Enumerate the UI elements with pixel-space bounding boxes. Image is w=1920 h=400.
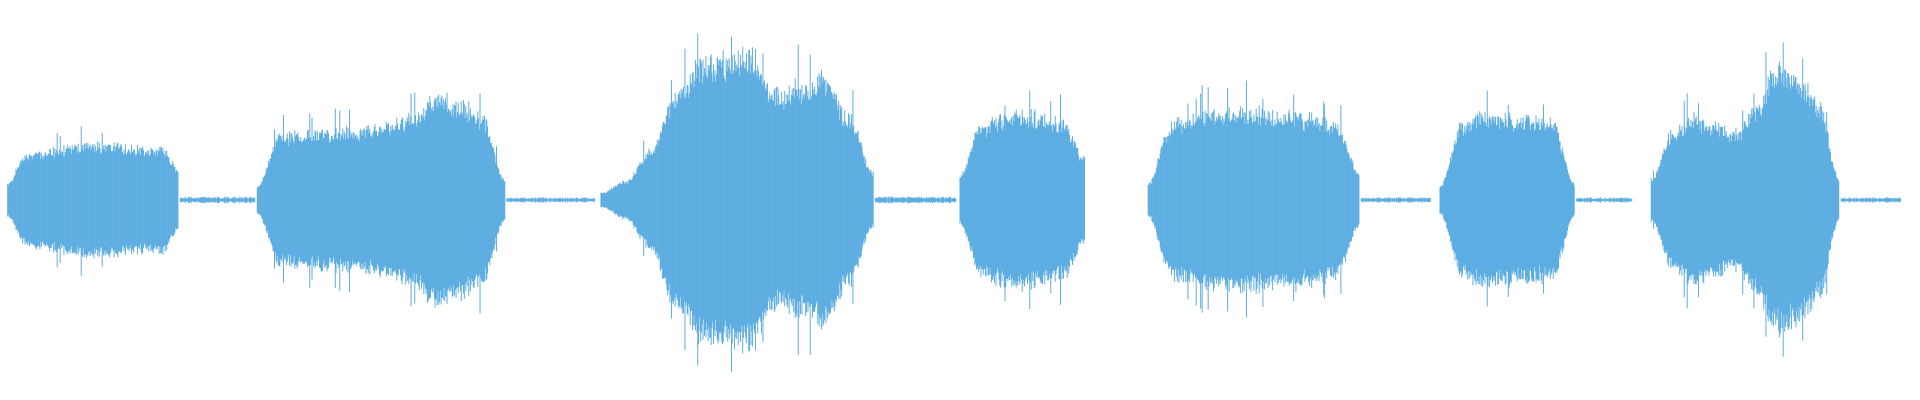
waveform-bars bbox=[7, 33, 1902, 372]
